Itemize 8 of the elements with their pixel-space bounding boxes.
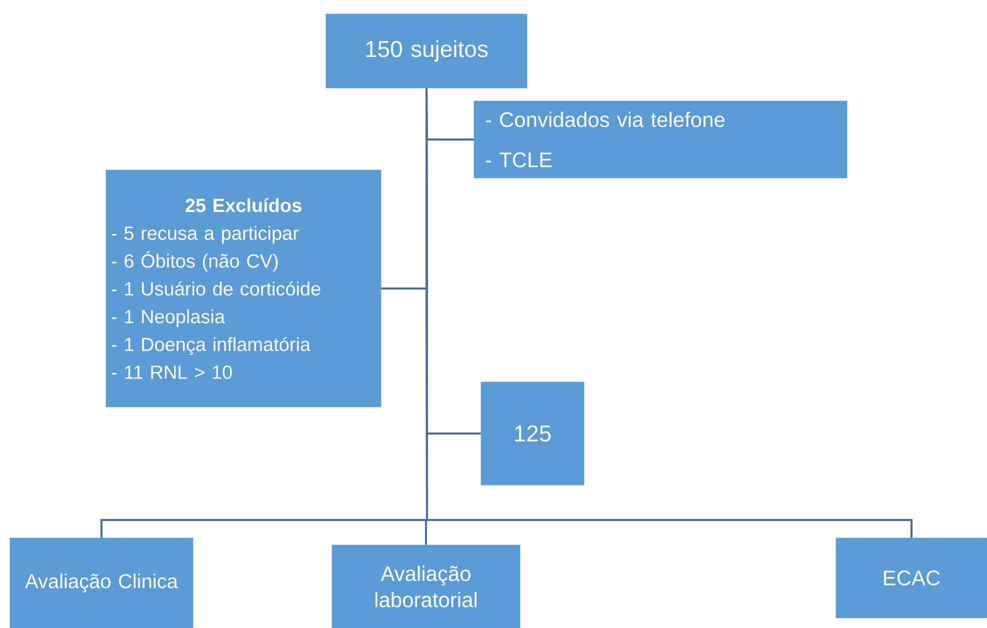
process-box: - Convidados via telefone - TCLE xyxy=(474,100,848,178)
process-box: Avaliação laboratorial xyxy=(332,544,520,628)
process-box: 150 sujeitos xyxy=(326,14,528,88)
process-box: Avaliação Clinica xyxy=(10,538,194,628)
process-box: 125 xyxy=(480,382,584,486)
connector-line xyxy=(426,88,912,538)
process-box: ECAC xyxy=(836,538,987,618)
process-box: 25 Excluídos - 5 recusa a participar - 6 Óbitos (não CV) - 1 Usuário de corticóide - 1 Neoplasia - 1 Doença inflamatória - 11 RNL > 10 xyxy=(106,170,382,408)
